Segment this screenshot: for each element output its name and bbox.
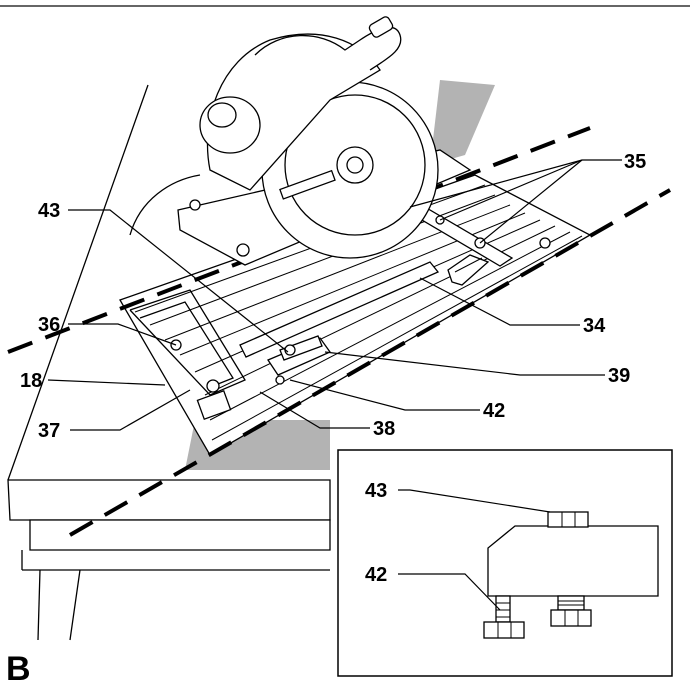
table-top	[7, 479, 331, 521]
inset-clamp-block	[487, 525, 659, 597]
callout-43: 43	[38, 200, 60, 222]
inset-callout-42: 42	[365, 564, 387, 586]
table-frame	[29, 519, 331, 551]
callout-38: 38	[373, 418, 395, 440]
detail-inset	[337, 449, 673, 677]
inset-nut-43	[547, 511, 589, 528]
leader-lines	[47, 159, 622, 611]
workbench	[7, 84, 331, 641]
inset-screw-head	[483, 621, 525, 639]
dashed-line-lower	[69, 188, 671, 537]
shadow-upper	[430, 80, 495, 165]
inset-callout-43: 43	[365, 480, 387, 502]
inset-spring	[557, 595, 585, 611]
angle-stop	[129, 289, 246, 421]
figure-letter: B	[6, 650, 31, 688]
clamp-lever	[267, 335, 331, 385]
callout-36: 36	[38, 314, 60, 336]
inset-spring-nut	[550, 609, 592, 627]
callout-39: 39	[608, 365, 630, 387]
callout-18: 18	[20, 370, 42, 392]
callout-34: 34	[583, 315, 606, 337]
rail-slot	[239, 261, 440, 358]
circular-saw	[129, 16, 472, 266]
callout-42: 42	[483, 400, 505, 422]
callout-37: 37	[38, 420, 60, 442]
callout-35: 35	[624, 151, 646, 173]
rail-clamp	[447, 254, 490, 286]
inset-screw-42	[495, 595, 511, 623]
dashed-line-upper	[7, 126, 591, 354]
